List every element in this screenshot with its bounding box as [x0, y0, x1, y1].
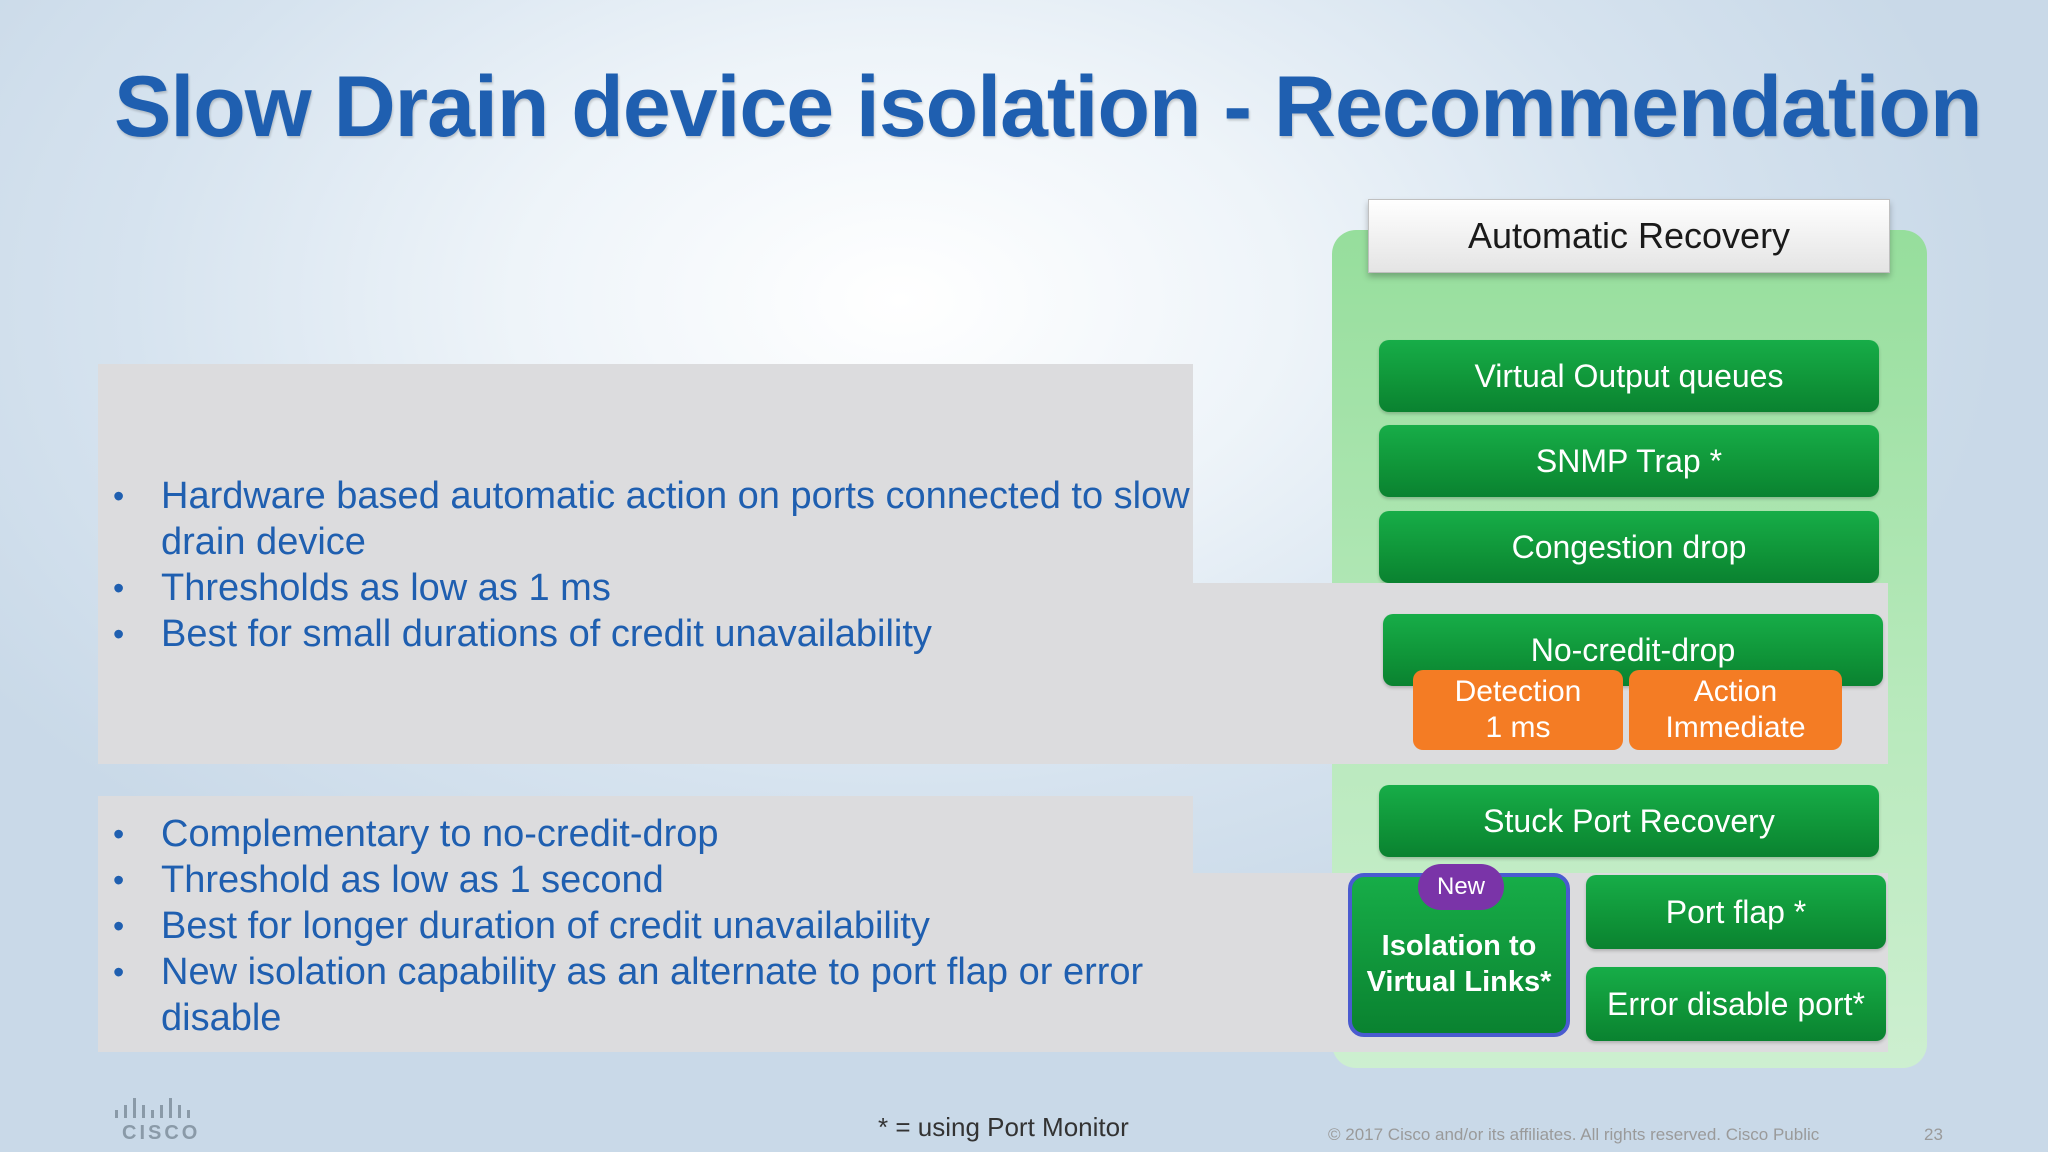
isolation-line1: Isolation to [1381, 930, 1537, 962]
action-value: Immediate [1665, 711, 1806, 744]
action-box: Action Immediate [1629, 670, 1842, 750]
new-badge: New [1418, 864, 1504, 910]
detection-value: 1 ms [1485, 711, 1551, 744]
snmp-trap-box: SNMP Trap * [1379, 425, 1879, 497]
bullet-item: Threshold as low as 1 second [113, 857, 1193, 903]
cisco-logo-icon [115, 1098, 190, 1118]
bullet-item: Best for small durations of credit unava… [113, 611, 1193, 657]
section2-bullets: Complementary to no-credit-drop Threshol… [113, 811, 1193, 1041]
section1-bullets: Hardware based automatic action on ports… [113, 473, 1193, 657]
cisco-logo-text: CISCO [122, 1122, 201, 1144]
stuck-port-recovery-box: Stuck Port Recovery [1379, 785, 1879, 857]
copyright-notice: © 2017 Cisco and/or its affiliates. All … [1328, 1125, 1820, 1144]
detection-label: Detection [1454, 675, 1582, 708]
bullet-item: New isolation capability as an alternate… [113, 949, 1193, 1041]
isolation-to-virtual-links-box: Isolation to Virtual Links* [1348, 873, 1570, 1037]
detection-box: Detection 1 ms [1413, 670, 1623, 750]
isolation-line2: Virtual Links* [1366, 966, 1552, 998]
virtual-output-queues-box: Virtual Output queues [1379, 340, 1879, 412]
port-flap-box: Port flap * [1586, 875, 1886, 949]
error-disable-port-box: Error disable port* [1586, 967, 1886, 1041]
congestion-drop-box: Congestion drop [1379, 511, 1879, 583]
bullet-item: Complementary to no-credit-drop [113, 811, 1193, 857]
bullet-item: Thresholds as low as 1 ms [113, 565, 1193, 611]
page-number: 23 [1924, 1125, 1943, 1144]
action-label: Action [1693, 675, 1778, 708]
automatic-recovery-header: Automatic Recovery [1368, 199, 1890, 273]
bullet-item: Hardware based automatic action on ports… [113, 473, 1193, 565]
bullet-item: Best for longer duration of credit unava… [113, 903, 1193, 949]
footnote: * = using Port Monitor [878, 1112, 1129, 1142]
slide-title: Slow Drain device isolation - Recommenda… [114, 59, 1982, 155]
